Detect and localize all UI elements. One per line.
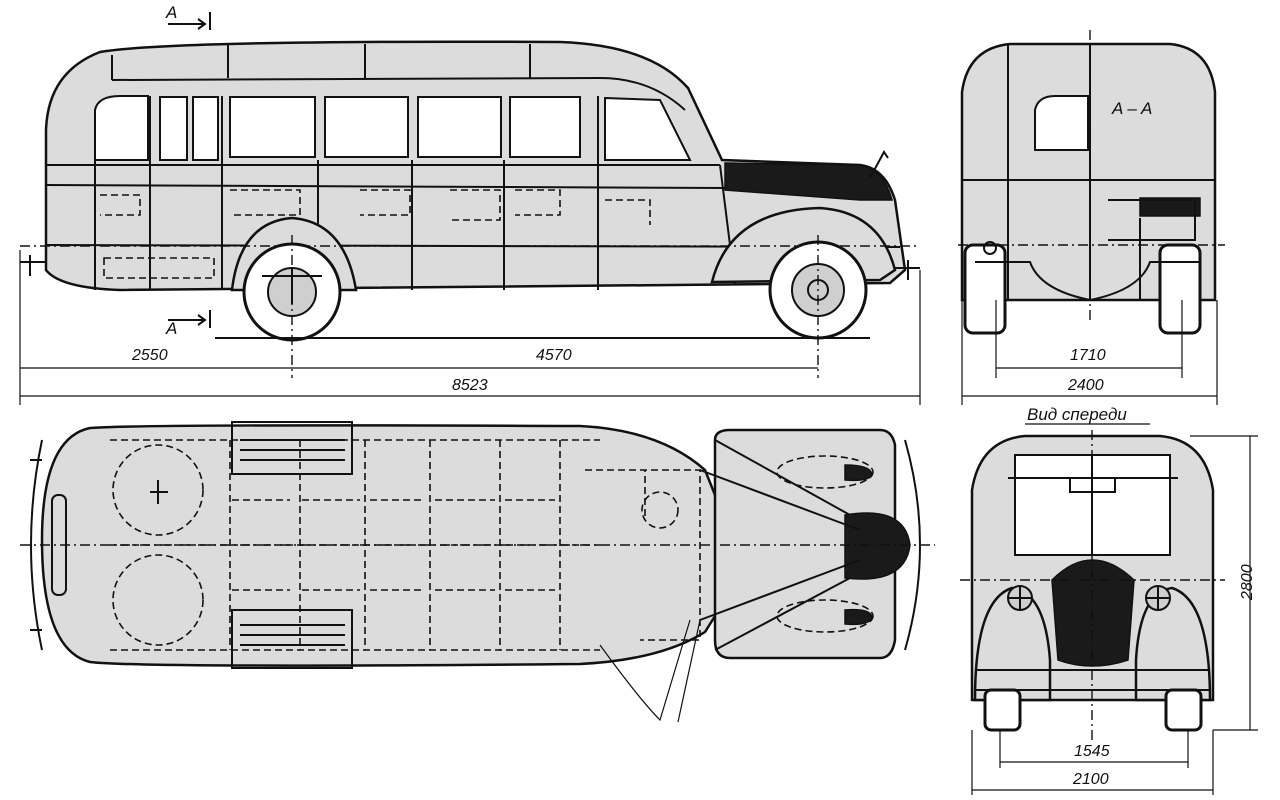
dim-section-width: 2400: [1067, 377, 1104, 394]
section-dimensions: 1710 2400: [961, 300, 1218, 405]
section-label: A – A: [1111, 99, 1152, 118]
front-view-dimensions: 1545 2100 2800: [971, 435, 1258, 795]
dim-section-track: 1710: [1070, 347, 1106, 364]
section-a-a-view: A – A: [958, 30, 1225, 335]
section-mark-top: A: [165, 3, 211, 30]
section-mark-top-label: A: [165, 3, 177, 22]
dim-front-overhang: 2550: [131, 347, 168, 364]
section-mark-bottom: A: [165, 310, 211, 338]
dim-front-width: 2100: [1072, 771, 1109, 788]
top-view: [20, 421, 935, 723]
front-view: Вид спереди: [960, 405, 1225, 740]
section-mark-bottom-label: A: [165, 319, 177, 338]
dim-front-track: 1545: [1074, 743, 1110, 760]
side-view: [20, 40, 920, 378]
side-view-dimensions: 2550 4570 8523: [19, 250, 921, 405]
dim-overall-length: 8523: [452, 377, 488, 394]
front-view-caption: Вид спереди: [1027, 405, 1127, 424]
dim-wheelbase: 4570: [536, 347, 572, 364]
dim-front-height: 2800: [1239, 564, 1256, 601]
